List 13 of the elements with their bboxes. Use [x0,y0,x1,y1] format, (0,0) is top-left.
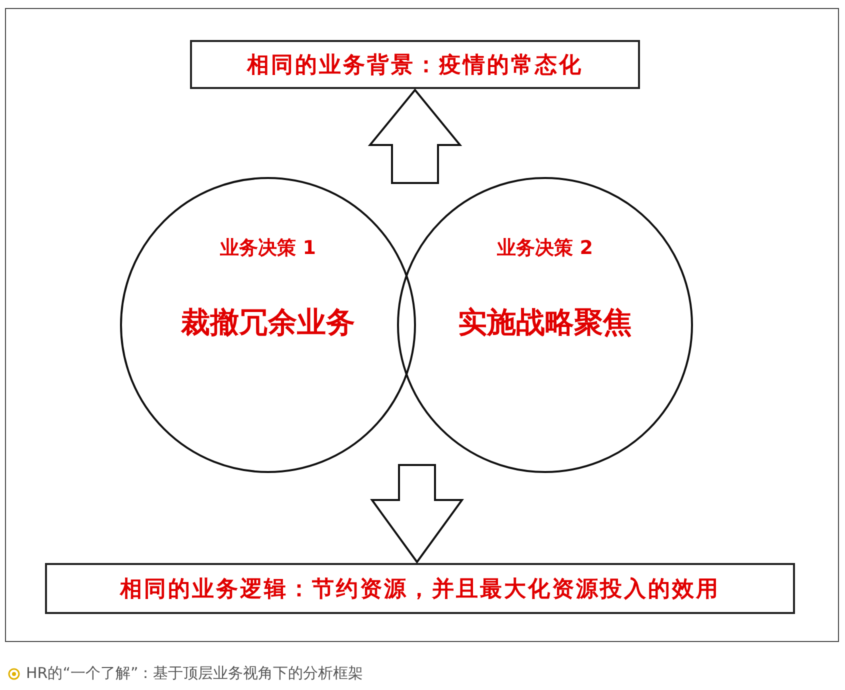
text-box [190,40,640,89]
block-arrow [368,88,462,184]
label-text: 相同的业务背景：疫情的常态化 [247,52,583,80]
label-text: 相同的业务逻辑：节约资源，并且最大化资源投入的效用 [120,576,720,604]
label-text: 实施战略聚焦 [457,304,633,341]
heading-text: 业务决策 2 [496,236,594,261]
venn-circle [397,177,693,473]
caption-text: HR的“一个了解”：基于顶层业务视角下的分析框架 [26,664,364,683]
venn-circle [120,177,416,473]
block-arrow [370,464,464,564]
text-box [45,563,795,614]
label-text: 裁撤冗余业务 [180,304,356,341]
heading-text: 业务决策 1 [219,236,317,261]
